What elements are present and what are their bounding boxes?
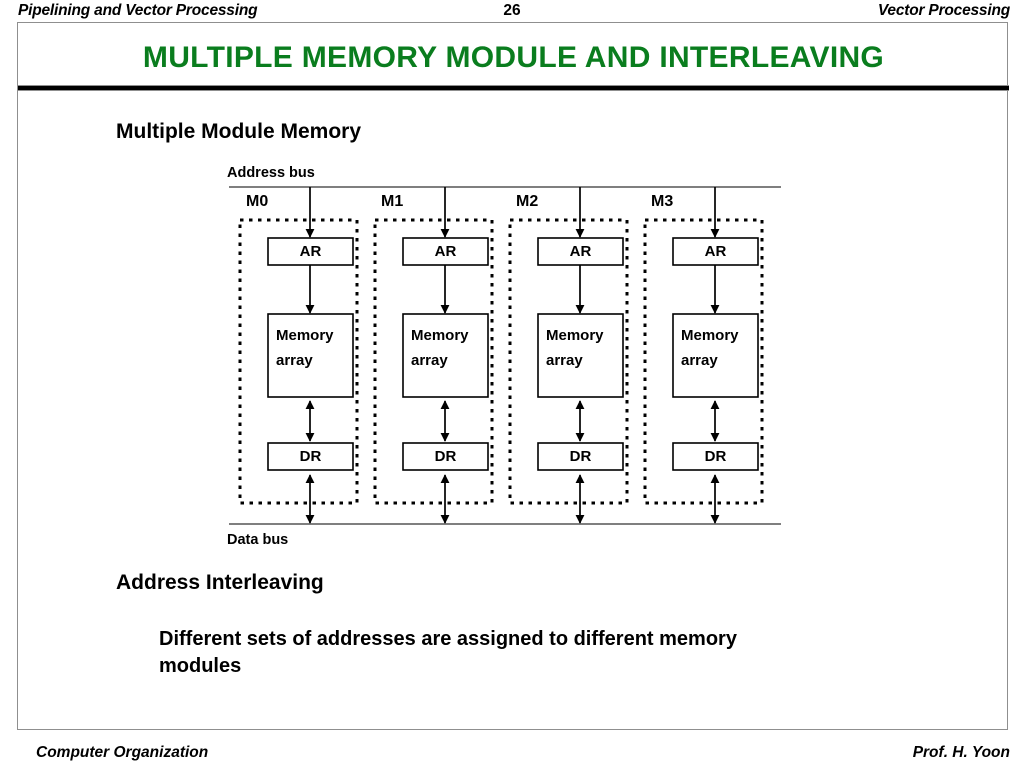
module-m2-array-label-line1: Memory [546,327,604,344]
module-m2-label: M2 [516,193,539,210]
module-m1-array-label-line1: Memory [411,327,469,344]
module-m0-label: M0 [246,193,269,210]
module-m0-dr-label: DR [299,448,322,465]
module-m0-array-label-line1: Memory [276,327,334,344]
module-m1 [373,187,494,524]
heading-address-interleaving: Address Interleaving [116,571,324,594]
module-m1-array-label-line2: array [411,352,448,369]
module-m3 [643,187,764,524]
module-m0-boundary [238,218,359,505]
module-m2-dr-label: DR [569,448,592,465]
module-m2 [508,187,629,524]
module-m0 [238,187,359,524]
module-m1-array-box [402,313,489,398]
running-header-right: Vector Processing [877,2,1010,19]
module-m1-ar-box [402,237,489,266]
module-m3-array-label-line1: Memory [681,327,739,344]
slide-frame: MULTIPLE MEMORY MODULE AND INTERLEAVING … [17,22,1009,730]
running-header-left: Pipelining and Vector Processing [18,2,258,19]
module-m3-boundary [643,218,764,505]
title-divider [18,85,1009,91]
module-m2-boundary [508,218,629,505]
module-m3-label: M3 [651,193,674,210]
module-m0-array-box [267,313,354,398]
heading-multiple-module-memory: Multiple Module Memory [116,120,362,143]
module-m3-ar-box [672,237,759,266]
footer-left: Computer Organization [36,744,209,761]
module-m1-dr-box [402,442,489,471]
module-m2-array-box [537,313,624,398]
module-m1-boundary [373,218,494,505]
module-m0-ar-box [267,237,354,266]
address-bus-label: Address bus [227,165,315,181]
module-m0-ar-label: AR [299,243,322,260]
module-m1-label: M1 [381,193,404,210]
footer-right: Prof. H. Yoon [912,744,1010,761]
module-m2-ar-label: AR [569,243,592,260]
module-m2-dr-box [537,442,624,471]
module-m2-ar-box [537,237,624,266]
module-m1-ar-label: AR [434,243,457,260]
page-number: 26 [503,2,521,19]
body-address-interleaving: Different sets of addresses are assigned… [159,628,737,677]
module-m3-array-box [672,313,759,398]
module-m2-array-label-line2: array [546,352,583,369]
module-m3-dr-box [672,442,759,471]
module-m3-dr-label: DR [704,448,727,465]
module-m3-ar-label: AR [704,243,727,260]
page-title: MULTIPLE MEMORY MODULE AND INTERLEAVING [142,41,885,74]
module-m3-array-label-line2: array [681,352,718,369]
data-bus-label: Data bus [227,532,289,548]
module-m0-dr-box [267,442,354,471]
module-m1-dr-label: DR [434,448,457,465]
module-m0-array-label-line2: array [276,352,313,369]
